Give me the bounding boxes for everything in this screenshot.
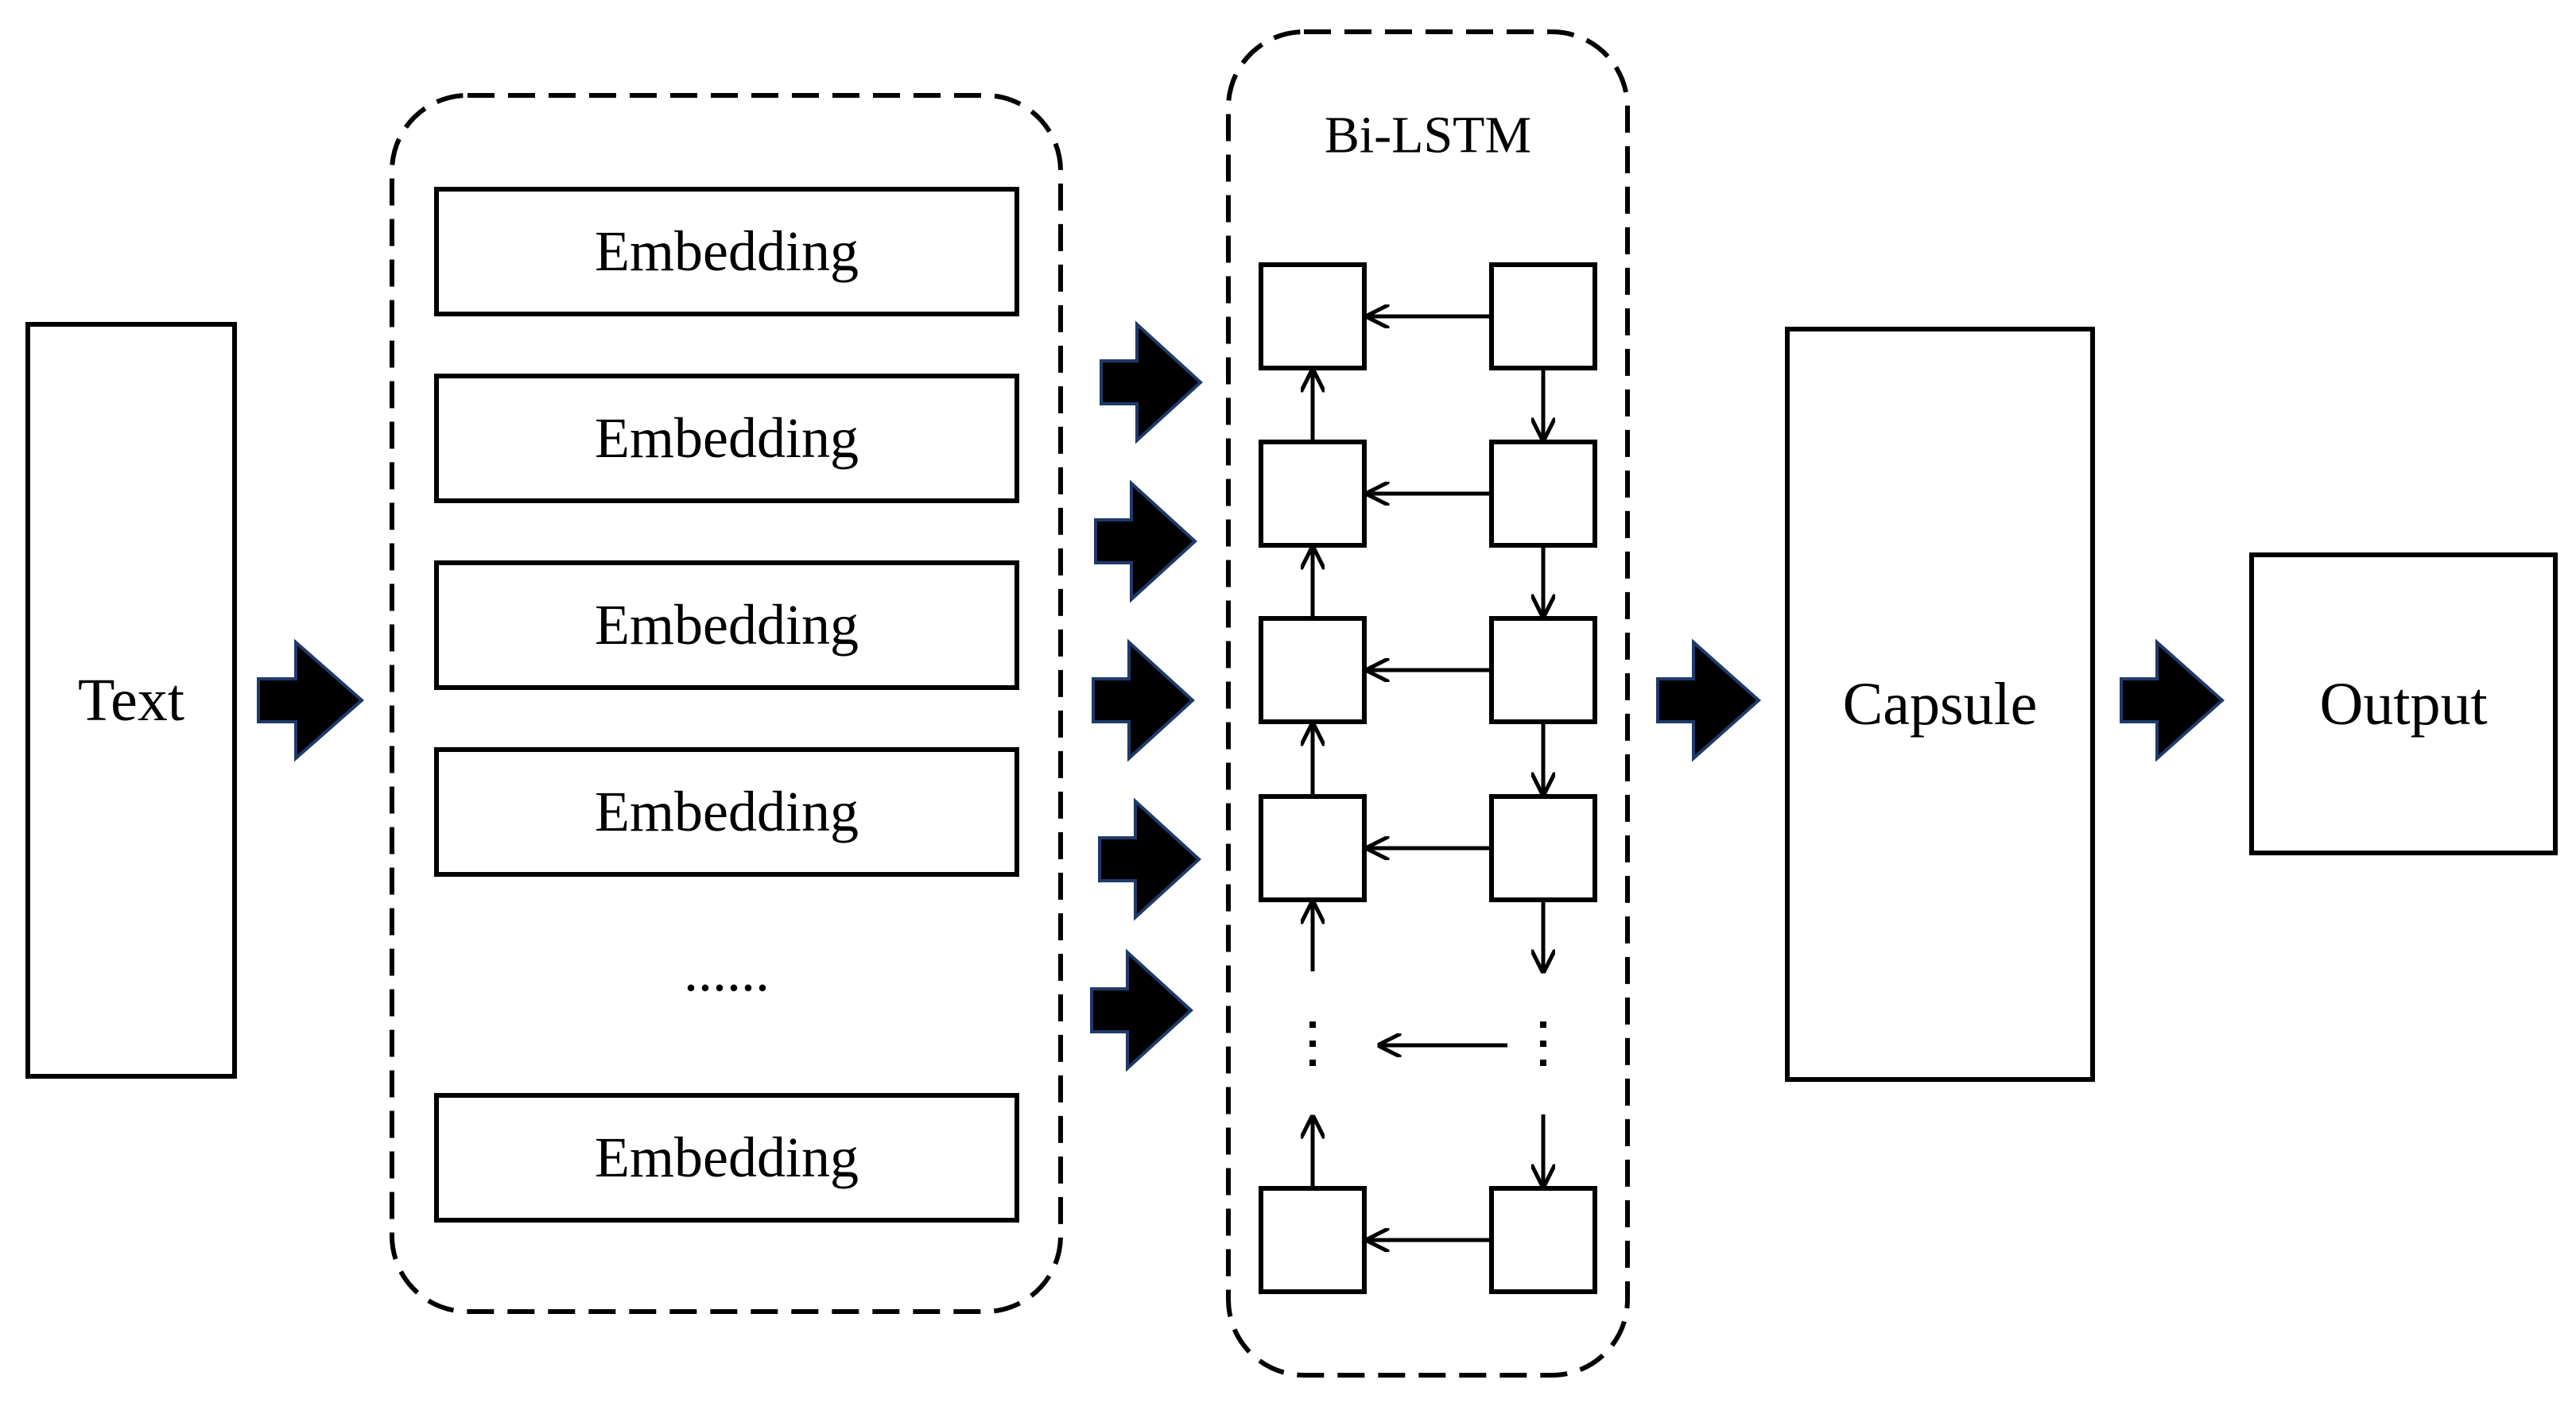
- embedding-box: [434, 187, 1019, 316]
- lstm-cell-backward: [1259, 1186, 1367, 1294]
- embedding-1: Embedding: [434, 187, 1019, 316]
- embedding-group: Embedding Embedding Embedding Embedding …: [390, 93, 1063, 1314]
- output-box: [2249, 552, 2558, 855]
- lstm-cell-forward: [1489, 262, 1597, 370]
- embedding-group-border: [390, 93, 1063, 1314]
- lstm-cell-forward: [1489, 1186, 1597, 1294]
- embedding-ellipsis: ......: [684, 940, 770, 1003]
- vertical-ellipsis: [1540, 1021, 1546, 1066]
- embedding-box: [434, 1093, 1019, 1223]
- arrow-embedding-to-bilstm: [1094, 479, 1197, 603]
- arrow-bilstm-to-capsule: [1656, 638, 1762, 762]
- embedding-3: Embedding: [434, 560, 1019, 690]
- capsule-box: [1785, 327, 2095, 1082]
- lstm-cell-backward: [1259, 262, 1367, 370]
- bilstm-title: Bi-LSTM: [1325, 107, 1531, 165]
- embedding-4: Embedding: [434, 747, 1019, 877]
- embedding-box: [434, 374, 1019, 503]
- embedding-box: [434, 747, 1019, 877]
- embedding-label: Embedding: [595, 406, 859, 470]
- lstm-cell-backward: [1259, 616, 1367, 724]
- embedding-5: Embedding: [434, 1093, 1019, 1223]
- capsule-block: Capsule: [1785, 327, 2095, 1082]
- arrow-capsule-to-output: [2120, 638, 2225, 762]
- output-block: Output: [2249, 552, 2558, 855]
- text-block: Text: [25, 322, 237, 1079]
- embedding-box: [434, 560, 1019, 690]
- lstm-cell-forward: [1489, 440, 1597, 548]
- lstm-cell-backward: [1259, 794, 1367, 902]
- embedding-label: Embedding: [595, 219, 859, 283]
- lstm-cell-forward: [1489, 616, 1597, 724]
- capsule-label: Capsule: [1843, 671, 2038, 738]
- output-label: Output: [2319, 671, 2487, 738]
- embedding-2: Embedding: [434, 374, 1019, 503]
- lstm-cell-forward: [1489, 794, 1597, 902]
- arrow-embedding-to-bilstm: [1100, 320, 1203, 444]
- text-box: [25, 322, 237, 1079]
- arrow-embedding-to-bilstm: [1092, 638, 1195, 762]
- vertical-ellipsis: [1309, 1021, 1316, 1066]
- embedding-label: Embedding: [595, 1126, 859, 1189]
- bilstm-group-border: [1226, 29, 1630, 1378]
- arrow-text-to-embedding: [257, 638, 365, 762]
- bilstm-group: Bi-LSTM: [1226, 29, 1630, 1378]
- embedding-label: Embedding: [595, 780, 859, 843]
- lstm-cell-backward: [1259, 440, 1367, 548]
- arrow-embedding-to-bilstm: [1090, 948, 1193, 1072]
- text-label: Text: [78, 667, 184, 734]
- embedding-label: Embedding: [595, 593, 859, 657]
- arrow-embedding-to-bilstm: [1098, 797, 1201, 921]
